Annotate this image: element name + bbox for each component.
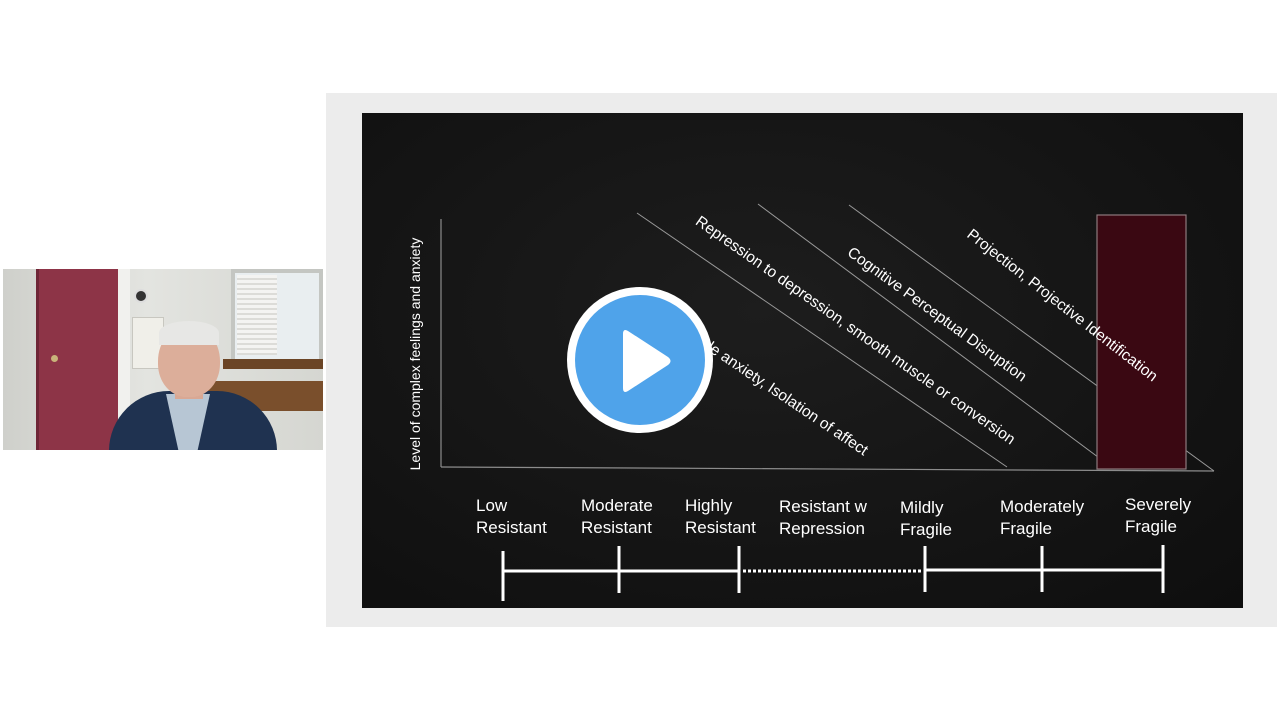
wall-cabinet [132,317,164,369]
scale-label-highly-resistant: Highly Resistant [685,496,756,537]
scale-label-mildly-fragile: Mildly Fragile [900,498,952,539]
scale-label-severely-fragile: Severely Fragile [1125,495,1192,536]
presenter-hair [159,321,219,345]
play-button[interactable] [567,287,713,433]
x-axis-line [440,466,1215,472]
office-door [36,269,126,450]
presentation-slide: Level of complex feelings and anxiety S [362,113,1243,608]
window-blind [237,275,277,355]
door-frame [118,269,130,450]
slide-frame: Level of complex feelings and anxiety S [326,93,1277,627]
diagram-graphics [440,203,1215,601]
scale-label-low-resistant: Low Resistant [476,496,547,537]
severely-fragile-box [1096,214,1187,470]
webcam-feed [3,269,323,450]
scale-label-moderate-resistant: Moderate Resistant [581,496,653,537]
doorknob [51,355,58,362]
scale-label-moderately-fragile: Moderately Fragile [1000,497,1085,538]
desk-back [223,359,323,369]
wall-clock [134,289,148,303]
play-icon [623,330,671,392]
diagonal-line-2 [757,203,1115,470]
scale-label-resistant-repression: Resistant w Repression [779,497,867,538]
diagonal-line-1 [636,212,1008,468]
